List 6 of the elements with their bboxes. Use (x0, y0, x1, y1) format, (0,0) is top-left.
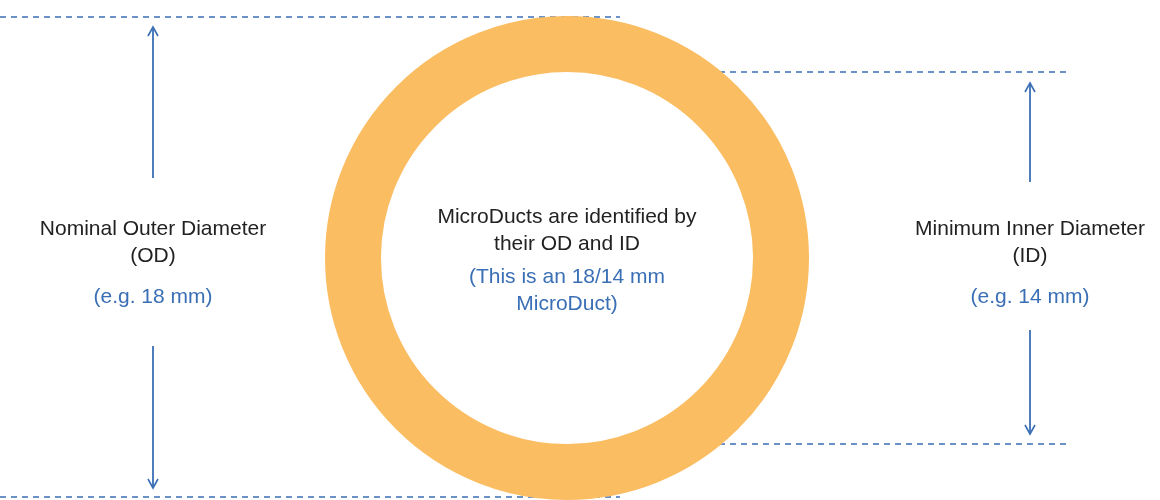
ring-caption: MicroDucts are identified by their OD and ID (436, 203, 698, 256)
dimension-label: Minimum Inner Diameter (ID) (914, 215, 1146, 268)
dimension-value: (e.g. 14 mm) (969, 283, 1091, 309)
dimension-value: (e.g. 18 mm) (92, 283, 214, 309)
dimension-label: Nominal Outer Diameter (OD) (38, 215, 268, 268)
ring-note: (This is an 18/14 mm MicroDuct) (467, 263, 667, 316)
